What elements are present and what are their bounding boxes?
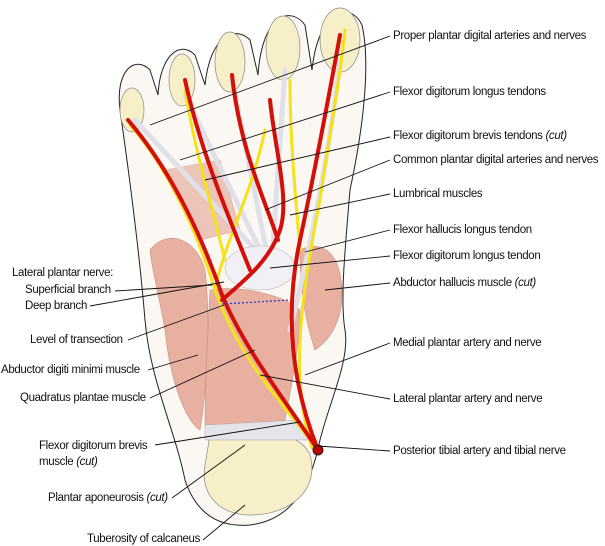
- label-proper-plantar-digital: Proper plantar digital arteries and nerv…: [393, 30, 586, 43]
- label-text: Flexor digitorum brevis tendons: [393, 130, 543, 142]
- arteries: [126, 33, 342, 452]
- label-fdb-tendons: Flexor digitorum brevis tendons (cut): [393, 130, 567, 143]
- label-plantar-aponeurosis: Plantar aponeurosis (cut): [48, 492, 168, 505]
- label-text: Abductor digiti minimi muscle: [1, 364, 140, 376]
- tendon-sheath: [224, 245, 296, 291]
- label-text: Flexor hallucis longus tendon: [393, 224, 532, 236]
- label-posterior-tibial: Posterior tibial artery and tibial nerve: [393, 445, 566, 458]
- label-text: Tuberosity of calcaneus: [87, 533, 200, 545]
- label-text: Plantar aponeurosis: [48, 492, 144, 504]
- label-text: Superficial branch: [25, 284, 111, 296]
- label-text: Lumbrical muscles: [393, 188, 483, 200]
- label-text: Common plantar digital arteries and nerv…: [393, 154, 599, 166]
- label-suffix: (cut): [76, 456, 98, 468]
- label-fdb-muscle-line2: muscle (cut): [39, 456, 98, 469]
- label-text: Abductor hallucis muscle: [393, 277, 512, 289]
- leader-lines: [89, 35, 391, 541]
- label-text: Lateral plantar artery and nerve: [393, 393, 543, 405]
- posterior-tibial-stump: [312, 444, 324, 456]
- label-text: Flexor digitorum longus tendon: [393, 250, 541, 262]
- label-lateral-plantar-nerve: Lateral plantar nerve:: [12, 267, 113, 280]
- label-suffix: (cut): [514, 277, 537, 289]
- label-suffix: (cut): [146, 492, 169, 504]
- label-medial-plantar: Medial plantar artery and nerve: [393, 337, 542, 350]
- label-lumbricals: Lumbrical muscles: [393, 188, 483, 201]
- label-text: Proper plantar digital arteries and nerv…: [393, 30, 587, 42]
- label-text: Lateral plantar nerve:: [12, 267, 113, 279]
- label-text: Posterior tibial artery and tibial nerve: [393, 445, 566, 457]
- label-abductor-digiti-minimi: Abductor digiti minimi muscle: [1, 364, 140, 377]
- label-tuberosity-calcaneus: Tuberosity of calcaneus: [87, 533, 200, 546]
- label-text: Medial plantar artery and nerve: [393, 337, 542, 349]
- calcaneus: [203, 429, 313, 516]
- label-superficial-branch: Superficial branch: [25, 284, 111, 297]
- label-text: Deep branch: [25, 300, 87, 312]
- label-text: Quadratus plantae muscle: [20, 392, 146, 404]
- label-deep-branch: Deep branch: [25, 300, 87, 313]
- label-fdl-tendon: Flexor digitorum longus tendon: [393, 250, 541, 263]
- transection-line: [221, 299, 291, 305]
- label-common-plantar-digital: Common plantar digital arteries and nerv…: [393, 154, 599, 167]
- label-fhl-tendon: Flexor hallucis longus tendon: [393, 224, 532, 237]
- label-lateral-plantar-artery: Lateral plantar artery and nerve: [393, 393, 543, 406]
- label-text: Level of transection: [30, 334, 123, 346]
- label-text: Flexor digitorum brevis: [39, 440, 148, 452]
- label-text: Flexor digitorum longus tendons: [393, 86, 546, 98]
- label-fdb-muscle: Flexor digitorum brevis: [39, 440, 148, 453]
- label-abductor-hallucis: Abductor hallucis muscle (cut): [393, 277, 536, 290]
- label-text: muscle: [39, 456, 74, 468]
- label-level-of-transection: Level of transection: [30, 334, 123, 347]
- label-suffix: (cut): [545, 130, 567, 142]
- label-fdl-tendons: Flexor digitorum longus tendons: [393, 86, 546, 99]
- label-quadratus-plantae: Quadratus plantae muscle: [20, 392, 146, 405]
